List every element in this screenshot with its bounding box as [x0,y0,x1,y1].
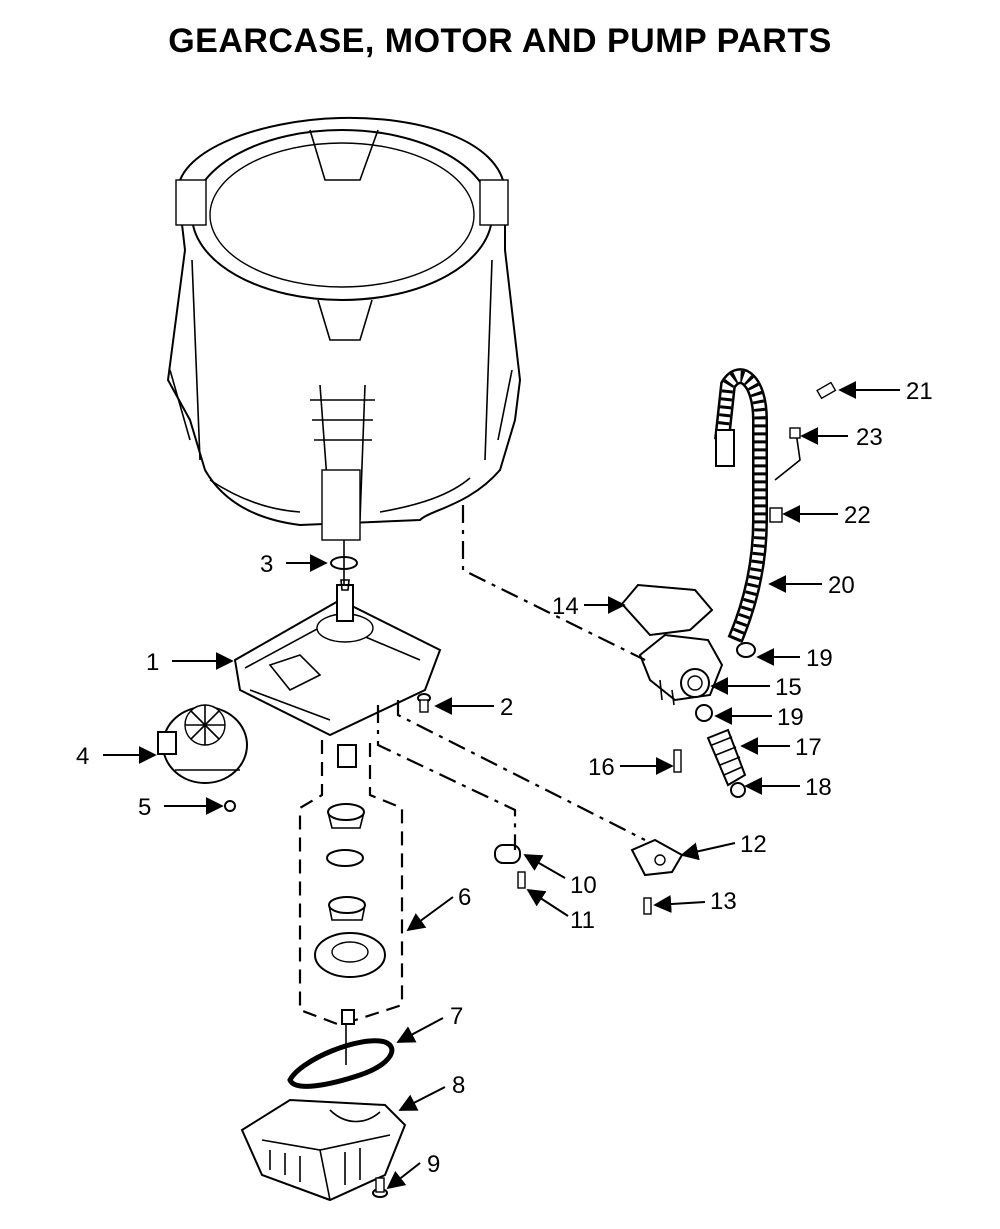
clamp-part-22 [769,507,783,523]
leader-arrows [103,381,900,1190]
gearcase-part-1 [233,579,442,737]
callout-19-upper[interactable]: 19 [806,645,833,672]
cap-part-10 [494,844,521,864]
callout-19-lower[interactable]: 19 [777,704,804,731]
callout-15[interactable]: 15 [775,674,802,701]
callout-13[interactable]: 13 [710,888,737,915]
alignment-line-gearcase-to-cap [376,705,517,850]
callout-9[interactable]: 9 [427,1151,440,1178]
outer-tub [166,116,522,541]
callout-17[interactable]: 17 [795,734,822,761]
hose-part-17 [706,728,747,787]
callout-23[interactable]: 23 [856,424,883,451]
callout-8[interactable]: 8 [452,1072,465,1099]
callout-7[interactable]: 7 [450,1003,463,1030]
callout-18[interactable]: 18 [805,774,832,801]
callout-22[interactable]: 22 [844,502,871,529]
bracket-part-12 [630,838,684,877]
callout-labels: 1 2 3 4 5 6 7 8 9 10 11 12 13 14 15 16 1… [76,378,933,1178]
screw-part-21 [816,381,837,400]
callout-14[interactable]: 14 [552,593,579,620]
clutch-components [314,744,386,1025]
screw-part-9 [372,1177,388,1198]
callout-20[interactable]: 20 [828,572,855,599]
callout-16[interactable]: 16 [588,754,615,781]
clutch-assembly-dashed-box-part-6 [298,740,404,1027]
bolt-part-2 [417,693,431,713]
alignment-line-gearcase-to-bracket [396,700,646,841]
gasket-part-14 [620,583,714,637]
callout-10[interactable]: 10 [570,872,597,899]
callout-5[interactable]: 5 [138,794,151,821]
callout-6[interactable]: 6 [458,884,471,911]
callout-21[interactable]: 21 [906,378,933,405]
screw-part-13 [643,897,652,915]
callout-11[interactable]: 11 [570,907,595,934]
clamp-part-19-lower [695,704,713,722]
base-part-8 [240,1098,407,1202]
pump-part-15 [638,633,724,706]
callout-2[interactable]: 2 [500,694,513,721]
screw-part-11 [517,871,526,889]
alignment-line-tub-to-pump [461,505,646,661]
belt-part-7 [287,1038,395,1089]
clamp-part-19-upper [736,642,756,658]
page-title: GEARCASE, MOTOR AND PUMP PARTS [168,22,832,60]
callout-4[interactable]: 4 [76,743,89,770]
motor-part-4 [157,704,248,784]
screw-part-5 [224,800,236,812]
callout-12[interactable]: 12 [740,831,767,858]
callout-1[interactable]: 1 [146,649,159,676]
callout-3[interactable]: 3 [260,551,273,578]
drain-hose-part-20 [714,368,768,644]
screw-part-16 [673,749,682,773]
clamp-part-18 [730,782,746,798]
clip-part-23 [774,427,801,481]
